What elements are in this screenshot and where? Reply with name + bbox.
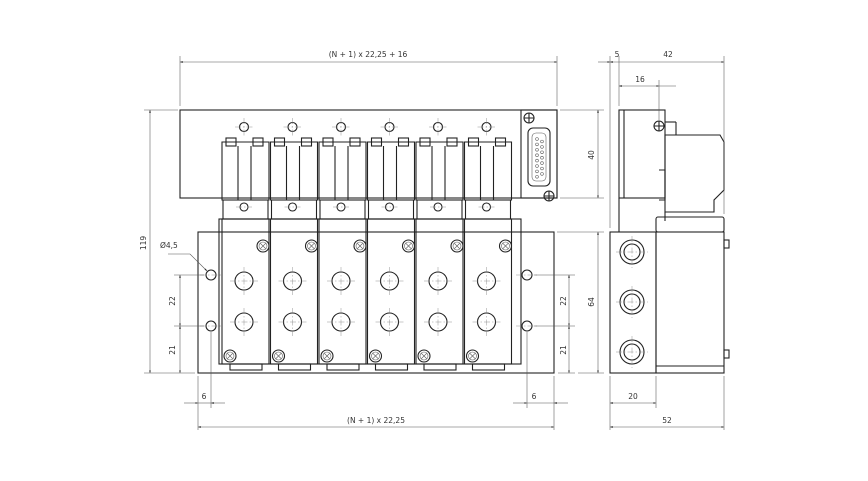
dim-hole-spacing-right: 22 [559, 296, 568, 306]
dim-top-width: (N + 1) x 22,25 + 16 [329, 50, 408, 59]
front-dimensions: (N + 1) x 22,25 + 16 119 Ø4,5 22 21 22 2… [139, 50, 604, 430]
valve-stack [221, 118, 513, 371]
dim-hole-spacing-left: 22 [168, 296, 177, 306]
sub-d-connector [520, 109, 558, 202]
dim-base-height: 64 [587, 297, 596, 307]
dim-side-inner: 16 [635, 75, 645, 84]
valve-3 [318, 118, 367, 371]
dim-hole-bottom-right: 21 [559, 345, 568, 355]
dim-hole-bottom-left: 21 [168, 345, 177, 355]
connector-screw-icon [523, 112, 555, 202]
dim-connector-height: 40 [587, 150, 596, 160]
dim-side-width: 42 [663, 50, 673, 59]
valve-6 [463, 118, 513, 371]
valve-4 [366, 118, 416, 371]
top-rail [179, 109, 558, 199]
dim-side-bottom-total: 52 [662, 416, 672, 425]
front-view [179, 109, 558, 374]
base-manifold [197, 231, 555, 374]
dim-edge-left: 6 [202, 392, 207, 401]
dim-hole-diameter: Ø4,5 [160, 241, 178, 250]
dim-side-offset: 5 [615, 50, 620, 59]
valve-2 [269, 118, 319, 371]
valve-5 [415, 118, 464, 371]
side-port-icon [616, 236, 648, 368]
dim-side-bottom-small: 20 [628, 392, 638, 401]
dim-total-height: 119 [139, 236, 148, 251]
side-view [609, 109, 730, 374]
dim-edge-right: 6 [532, 392, 537, 401]
dim-bottom-width: (N + 1) x 22,25 [347, 416, 405, 425]
side-dimensions: 5 42 16 20 52 [598, 50, 725, 430]
valve-1 [221, 118, 270, 371]
